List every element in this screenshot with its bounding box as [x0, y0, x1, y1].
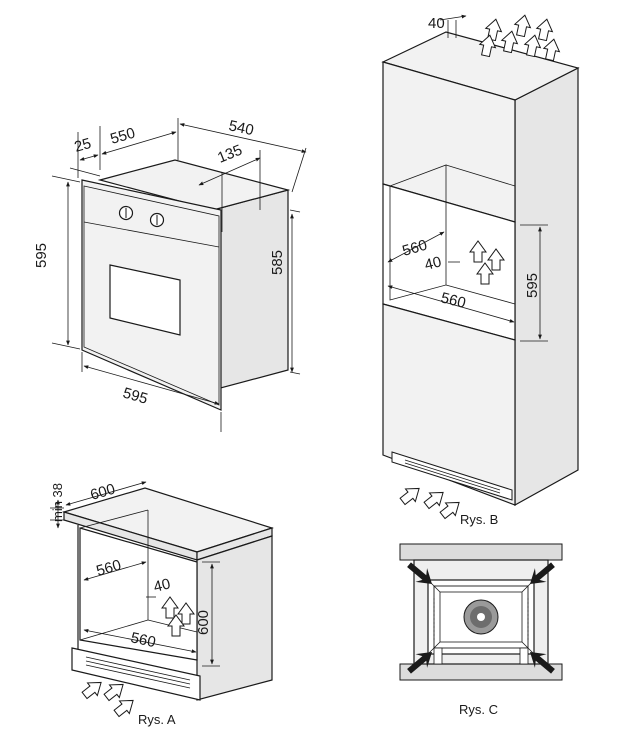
- cabinet-lower-door: [382, 303, 516, 506]
- airflow-arrows-plinth: [397, 481, 465, 523]
- figure-b-tall-cabinet: 40 560 40 560 595 Rys. B: [381, 14, 580, 527]
- dim-label-40: 40: [152, 575, 172, 596]
- caption-a: Rys. A: [138, 712, 176, 727]
- dim-label-585: 585: [269, 250, 286, 275]
- dim-label-595: 595: [524, 273, 541, 298]
- caption-c: Rys. C: [459, 702, 498, 717]
- oven-niche: [79, 527, 198, 661]
- dim-label-560-depth: 560: [400, 237, 429, 260]
- dim-label-560-width: 560: [439, 289, 467, 312]
- plinth-vent: [391, 451, 513, 501]
- dim-label-595-width: 595: [121, 385, 150, 408]
- dim-label-40-niche: 40: [423, 253, 443, 274]
- oven-window: [109, 264, 181, 336]
- dim-label-595-height: 595: [33, 243, 50, 268]
- dim-label-550: 550: [108, 125, 137, 148]
- dim-label-560-depth: 560: [94, 557, 123, 580]
- oven-drawing: 25 550 540 135 595 585 595: [33, 117, 307, 432]
- dim-label-min38: min 38: [50, 483, 65, 522]
- dim-label-135: 135: [215, 142, 245, 167]
- fan-icon: [463, 599, 499, 635]
- dim-label-600-height: 600: [195, 610, 212, 635]
- dim-label-600-top: 600: [88, 481, 117, 504]
- caption-b: Rys. B: [460, 512, 498, 527]
- figure-a-under-counter: min 38 600 560 40 560 600 Rys. A: [50, 481, 274, 727]
- knob-icon: [149, 212, 165, 228]
- dim-label-25: 25: [72, 135, 93, 156]
- figure-c-oven-mounting: Rys. C: [399, 543, 563, 717]
- dim-label-540: 540: [227, 117, 255, 139]
- knob-icon: [118, 205, 134, 221]
- dim-label-560-width: 560: [129, 629, 157, 651]
- dim-label-40-top: 40: [428, 15, 445, 32]
- oven-body-side: [212, 189, 289, 391]
